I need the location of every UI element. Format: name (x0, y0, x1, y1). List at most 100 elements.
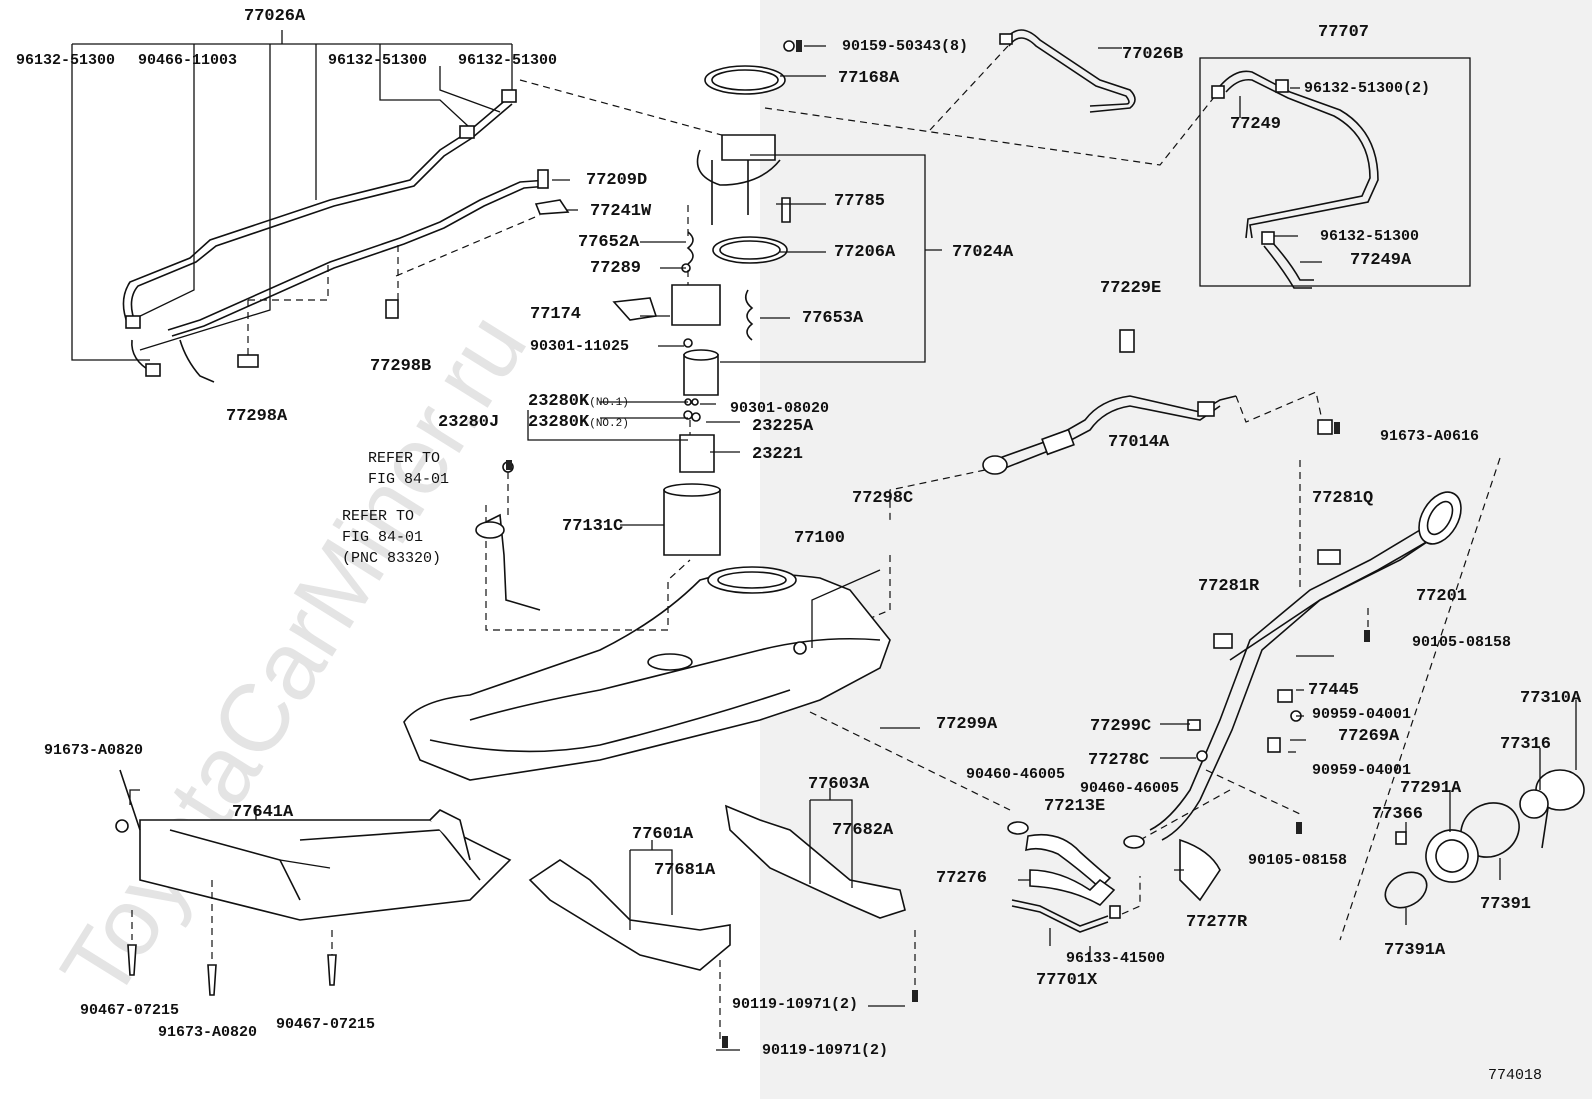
label-no1-note: (NO.1) (589, 397, 629, 409)
label-91673-a0616: 91673-A0616 (1380, 428, 1480, 445)
label-77026a: 77026A (244, 7, 306, 26)
label-23280k: 23280K (528, 413, 590, 432)
label-90959-04001: 90959-04001 (1312, 762, 1412, 779)
label-77278c: 77278C (1088, 751, 1150, 770)
label-91673-a0820: 91673-A0820 (158, 1024, 258, 1041)
label-23280k-no2: 23280K(NO.2) (528, 414, 629, 433)
label-90119-10971: 90119-10971(2) (732, 996, 859, 1013)
label-23280j: 23280J (438, 413, 500, 432)
label-77299c: 77299C (1090, 717, 1152, 736)
label-90467-07215: 90467-07215 (276, 1016, 376, 1033)
label-77026b: 77026B (1122, 45, 1184, 64)
label-77209d: 77209D (586, 171, 648, 190)
label-23225a: 23225A (752, 417, 814, 436)
fuel-tank-77100 (403, 505, 1011, 811)
label-77213e: 77213E (1044, 797, 1106, 816)
label-77229e: 77229E (1100, 279, 1162, 298)
leader-77026a-group (71, 30, 513, 361)
label-23280k-no1: 23280K(NO.1) (528, 393, 629, 412)
breather-lines (764, 29, 1471, 289)
label-77277r: 77277R (1186, 913, 1248, 932)
fuel-sender-gauge (475, 461, 541, 611)
label-90301-11025: 90301-11025 (530, 338, 630, 355)
label-77653a: 77653A (802, 309, 864, 328)
bolt-symbols (506, 40, 1370, 1048)
refer-fig-line: FIG 84-01 (368, 471, 450, 488)
fuel-cap-parts (1384, 700, 1585, 925)
label-77298a: 77298A (226, 407, 288, 426)
tank-straps (528, 788, 916, 1040)
label-77298c: 77298C (852, 489, 914, 508)
refer-fig-line: FIG 84-01 (342, 529, 424, 546)
label-90466-11003: 90466-11003 (138, 52, 238, 69)
label-90959-04001: 90959-04001 (1312, 706, 1412, 723)
label-77201: 77201 (1416, 587, 1468, 606)
label-23221: 23221 (752, 445, 804, 464)
label-77391a: 77391A (1384, 941, 1446, 960)
label-77289: 77289 (590, 259, 642, 278)
refer-to-line: REFER TO (368, 450, 441, 467)
label-96132-51300: 96132-51300 (328, 52, 428, 69)
label-77131c: 77131C (562, 517, 624, 536)
label-77024a: 77024A (952, 243, 1014, 262)
label-90105-08158: 90105-08158 (1412, 634, 1512, 651)
figure-number: 774018 (1488, 1067, 1543, 1084)
label-77316: 77316 (1500, 735, 1552, 754)
label-77366: 77366 (1372, 805, 1424, 824)
fuel-tank-protector-77641a (115, 769, 512, 996)
label-77281r: 77281R (1198, 577, 1260, 596)
label-96132-51300-2: 96132-51300(2) (1304, 80, 1431, 97)
label-77168a: 77168A (838, 69, 900, 88)
label-23280k: 23280K (528, 392, 590, 411)
label-77291a: 77291A (1400, 779, 1462, 798)
label-77681a: 77681A (654, 861, 716, 880)
label-77641a: 77641A (232, 803, 294, 822)
label-90460-46005: 90460-46005 (966, 766, 1066, 783)
refer-to-line: REFER TO (342, 508, 415, 525)
label-77249: 77249 (1230, 115, 1282, 134)
label-90159-50343: 90159-50343(8) (842, 38, 969, 55)
label-77276: 77276 (936, 869, 988, 888)
label-90460-46005: 90460-46005 (1080, 780, 1180, 797)
label-77014a: 77014A (1108, 433, 1170, 452)
label-77652a: 77652A (578, 233, 640, 252)
label-leader-lines (527, 45, 1334, 1051)
fuel-pump-assembly (612, 40, 942, 556)
label-77391: 77391 (1480, 895, 1532, 914)
label-90467-07215: 90467-07215 (80, 1002, 180, 1019)
label-96132-51300: 96132-51300 (16, 52, 116, 69)
label-77701x: 77701X (1036, 971, 1098, 990)
label-77785: 77785 (834, 192, 886, 211)
label-96132-51300: 96132-51300 (1320, 228, 1420, 245)
label-77206a: 77206A (834, 243, 896, 262)
label-77707: 77707 (1318, 23, 1370, 42)
label-96132-51300: 96132-51300 (458, 52, 558, 69)
label-77682a: 77682A (832, 821, 894, 840)
label-77445: 77445 (1308, 681, 1360, 700)
label-77269a: 77269A (1338, 727, 1400, 746)
filler-hose-77014a (817, 329, 1333, 641)
label-77298b: 77298B (370, 357, 432, 376)
refer-pnc-line: (PNC 83320) (342, 550, 442, 567)
label-77249a: 77249A (1350, 251, 1412, 270)
label-77299a: 77299A (936, 715, 998, 734)
label-90119-10971: 90119-10971(2) (762, 1042, 889, 1059)
label-77174: 77174 (530, 305, 582, 324)
refer-to-note-2: REFER TO FIG 84-01 (PNC 83320) (342, 506, 441, 569)
filler-neck-77201 (1139, 457, 1501, 941)
label-91673-a0820: 91673-A0820 (44, 742, 144, 759)
label-77603a: 77603A (808, 775, 870, 794)
label-77241w: 77241W (590, 202, 652, 221)
label-77310a: 77310A (1520, 689, 1582, 708)
hoses-lower-middle (1007, 821, 1145, 933)
label-no2-note: (NO.2) (589, 418, 629, 430)
label-77601a: 77601A (632, 825, 694, 844)
label-96133-41500: 96133-41500 (1066, 950, 1166, 967)
shaded-background-panel (760, 0, 1592, 1099)
label-77100: 77100 (794, 529, 846, 548)
label-90105-08158: 90105-08158 (1248, 852, 1348, 869)
label-90301-08020: 90301-08020 (730, 400, 830, 417)
refer-to-note-1: REFER TO FIG 84-01 (368, 448, 449, 490)
